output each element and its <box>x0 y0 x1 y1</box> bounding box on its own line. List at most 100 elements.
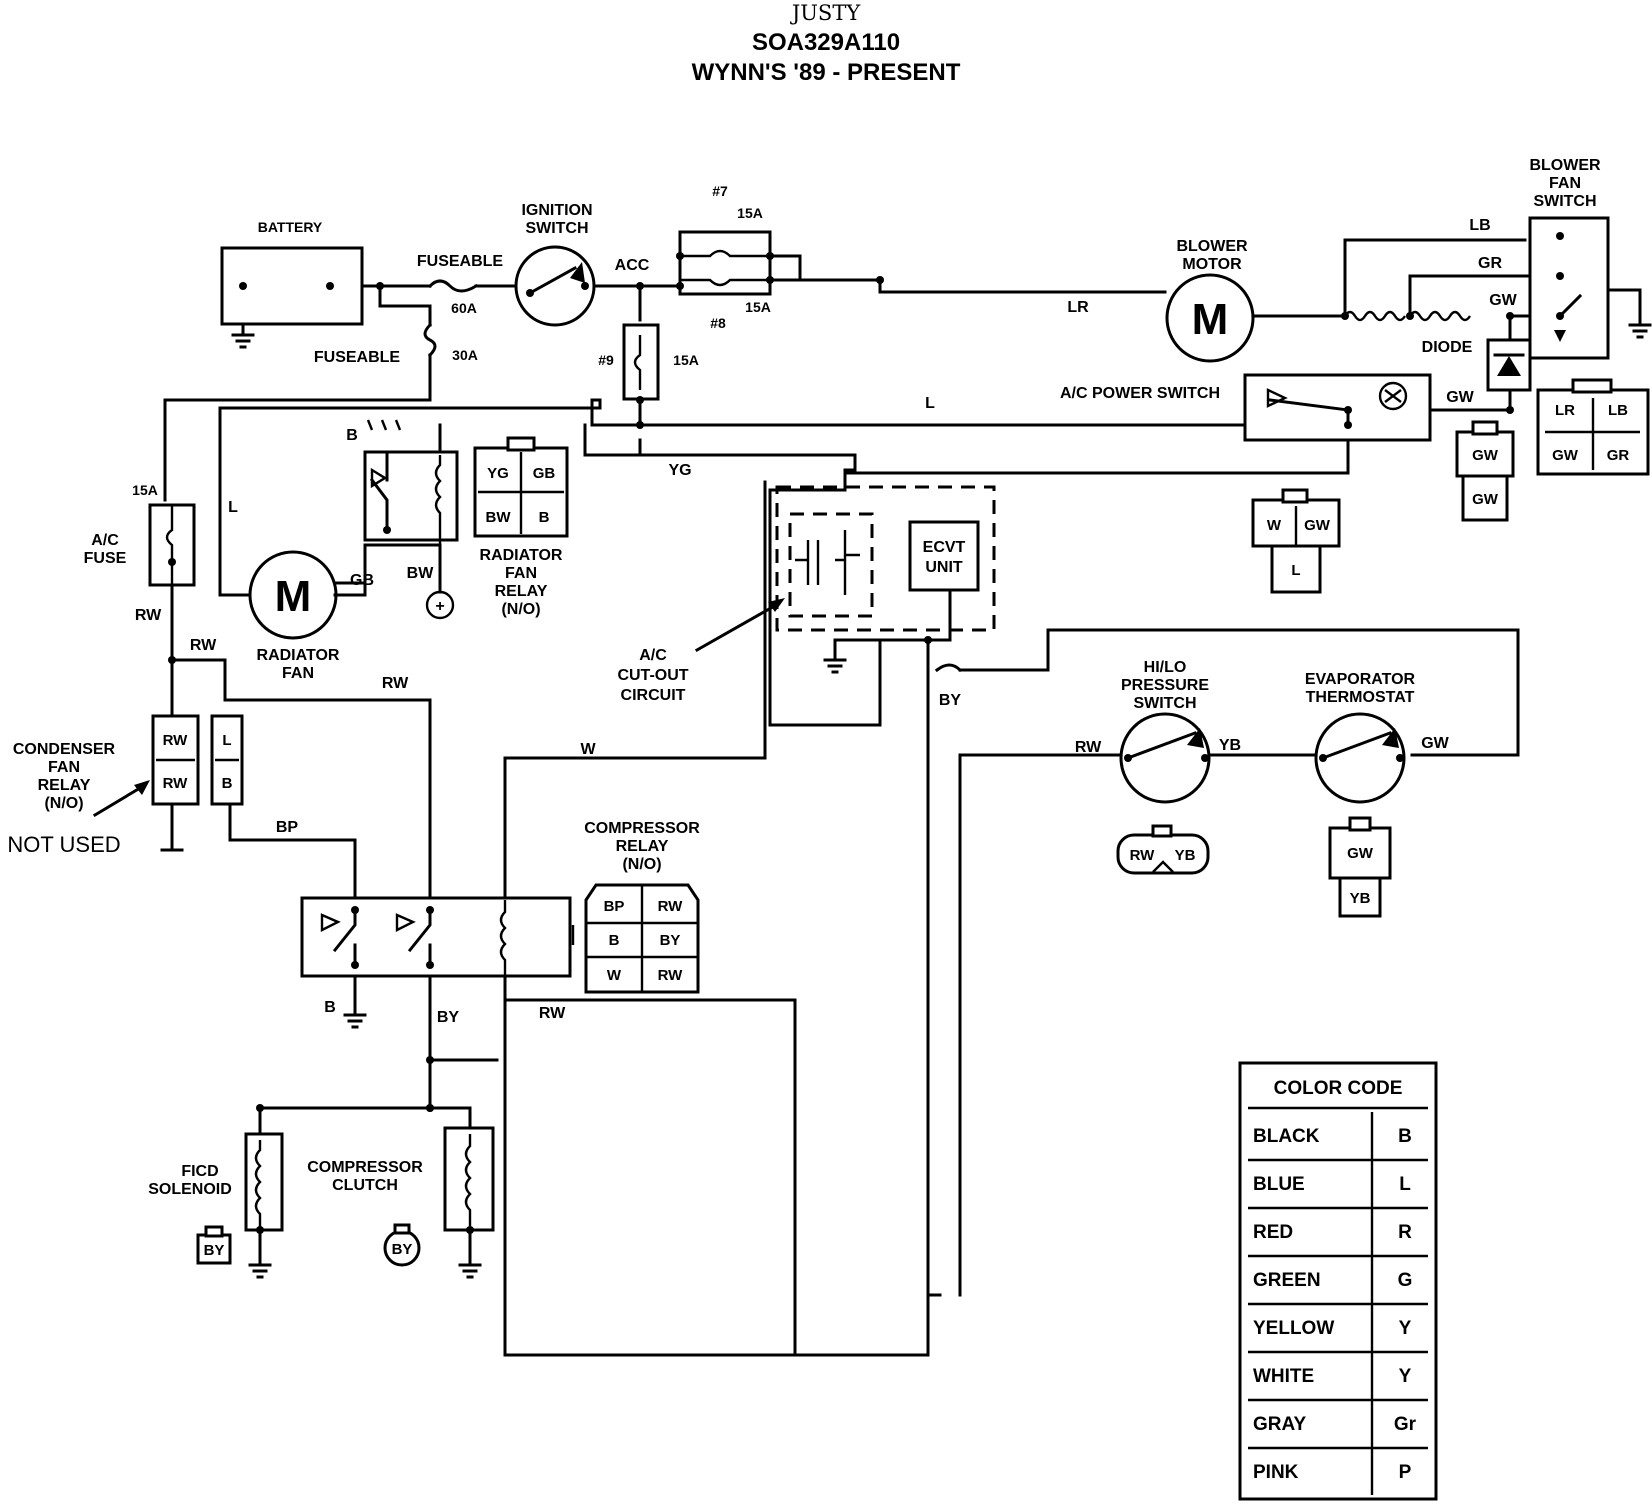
color-name: GRAY <box>1253 1414 1306 1435</box>
wire-rw-bottom-label: RW <box>539 1005 566 1022</box>
plus-symbol: + <box>435 598 444 615</box>
wire-yb-label: YB <box>1219 737 1241 754</box>
wire-lb-label: LB <box>1469 217 1490 234</box>
color-name: GREEN <box>1253 1270 1321 1291</box>
color-abbrev: L <box>1399 1174 1411 1195</box>
hilo-pressure-switch: HI/LO PRESSURE SWITCH <box>1119 659 1211 804</box>
pin: YB <box>1350 890 1371 907</box>
wire-b-low-label: B <box>324 999 336 1016</box>
blower-fan-switch-label-1: BLOWER <box>1529 157 1601 174</box>
pin: GR <box>1607 447 1630 464</box>
pin: BY <box>660 932 681 949</box>
blower-motor-symbol: M <box>1192 295 1229 344</box>
compressor-clutch: COMPRESSOR CLUTCH BY <box>307 1056 495 1267</box>
battery: BATTERY <box>220 219 364 326</box>
pin: GW <box>1472 491 1499 508</box>
pin: RW <box>658 898 684 915</box>
radiator-relay-label-3: RELAY <box>495 583 548 600</box>
fuseable-link-60a: FUSEABLE 60A <box>417 253 504 316</box>
color-code-row: BLUE L <box>1248 1174 1428 1210</box>
condenser-relay-label-4: (N/O) <box>44 795 83 812</box>
ecvt-label-2: UNIT <box>925 559 963 576</box>
radiator-relay-label-2: FAN <box>505 565 537 582</box>
wire-w-label: W <box>580 741 596 758</box>
evap-connector: GW YB <box>1328 816 1392 918</box>
diagram-subtitle: WYNN'S '89 - PRESENT <box>692 59 961 86</box>
ac-fuse-label-2: FUSE <box>84 550 127 567</box>
ground-icon <box>1628 323 1652 339</box>
wire-rw-hilo-label: RW <box>1075 739 1102 756</box>
compressor-relay: B BY RW <box>300 896 575 1026</box>
color-code-heading: COLOR CODE <box>1274 1078 1403 1099</box>
pin: BY <box>204 1242 225 1259</box>
color-abbrev: Gr <box>1394 1414 1417 1435</box>
ground-icon <box>458 1253 482 1279</box>
evap-label-1: EVAPORATOR <box>1305 671 1416 688</box>
fuseable-30a-label: FUSEABLE <box>314 349 401 366</box>
wire-gb-label: GB <box>350 572 374 589</box>
wire-b-relay-label: B <box>346 427 358 444</box>
color-abbrev: P <box>1399 1462 1412 1483</box>
pin: GW <box>1347 845 1374 862</box>
condenser-relay-label-2: FAN <box>48 759 80 776</box>
junctions <box>376 282 1514 1112</box>
color-name: BLUE <box>1253 1174 1305 1195</box>
wire-gw-evap-label: GW <box>1421 735 1449 752</box>
fuse-8-rating: 15A <box>745 299 771 315</box>
battery-label: BATTERY <box>258 219 323 235</box>
color-name: BLACK <box>1253 1126 1320 1147</box>
wire-gw-ac-label: GW <box>1446 389 1474 406</box>
wire-rw3-label: RW <box>382 675 409 692</box>
hilo-label-3: SWITCH <box>1133 695 1196 712</box>
evap-label-2: THERMOSTAT <box>1306 689 1415 706</box>
pin: B <box>222 775 233 792</box>
fuseable-60a-label: FUSEABLE <box>417 253 504 270</box>
ac-cutout-label-2: CUT-OUT <box>617 667 688 684</box>
radiator-fan-label-1: RADIATOR <box>257 647 340 664</box>
condenser-fan-relay: RW L RW B CONDENSER FAN RELAY (N/O) NOT … <box>7 714 244 857</box>
hilo-label-1: HI/LO <box>1144 659 1187 676</box>
ac-cutout-label-1: A/C <box>639 647 667 664</box>
blower-fan-switch-label-3: SWITCH <box>1533 193 1596 210</box>
condenser-relay-label-1: CONDENSER <box>13 741 116 758</box>
color-name: WHITE <box>1253 1366 1314 1387</box>
color-abbrev: Y <box>1399 1318 1412 1339</box>
ac-power-switch: A/C POWER SWITCH <box>1060 373 1432 442</box>
pin: GB <box>533 465 556 482</box>
diagram-code: SOA329A110 <box>752 29 900 56</box>
diagram-header: JUSTY SOA329A110 WYNN'S '89 - PRESENT <box>692 1 961 86</box>
wire-bw-label: BW <box>407 565 435 582</box>
fuse-7-rating: 15A <box>737 205 763 221</box>
color-abbrev: R <box>1398 1222 1412 1243</box>
ground-icon <box>248 1253 272 1279</box>
hilo-label-2: PRESSURE <box>1121 677 1209 694</box>
pin: BW <box>486 509 512 526</box>
evaporator-thermostat: EVAPORATOR THERMOSTAT <box>1305 671 1416 804</box>
not-used-label: NOT USED <box>7 832 120 857</box>
pin: BY <box>392 1241 413 1258</box>
blower-switch-connector: LR LB GW GR <box>1536 378 1650 476</box>
fuseable-link-30a: FUSEABLE 30A <box>314 322 478 366</box>
pin: RW <box>658 967 684 984</box>
diode: DIODE <box>1422 338 1532 392</box>
ground-icon <box>823 658 847 674</box>
pin: YG <box>487 465 509 482</box>
diode-connector: GW GW <box>1455 420 1515 522</box>
pin: L <box>1291 562 1300 579</box>
color-code-row: GRAY Gr <box>1248 1414 1428 1450</box>
wire-gw-blower-label: GW <box>1489 292 1517 309</box>
pin: RW <box>1130 847 1156 864</box>
wire-yg-label: YG <box>668 462 691 479</box>
color-name: PINK <box>1253 1462 1299 1483</box>
wire-l-top-label: L <box>925 395 935 412</box>
color-name: YELLOW <box>1253 1318 1334 1339</box>
radiator-fan-symbol: M <box>275 572 312 621</box>
condenser-relay-label-3: RELAY <box>38 777 91 794</box>
clutch-label-1: COMPRESSOR <box>307 1159 423 1176</box>
fuse-9-label: #9 <box>598 352 614 368</box>
ignition-switch: IGNITION SWITCH ACC <box>514 202 650 327</box>
fuse-9-rating: 15A <box>673 352 699 368</box>
radiator-fan-label-2: FAN <box>282 665 314 682</box>
